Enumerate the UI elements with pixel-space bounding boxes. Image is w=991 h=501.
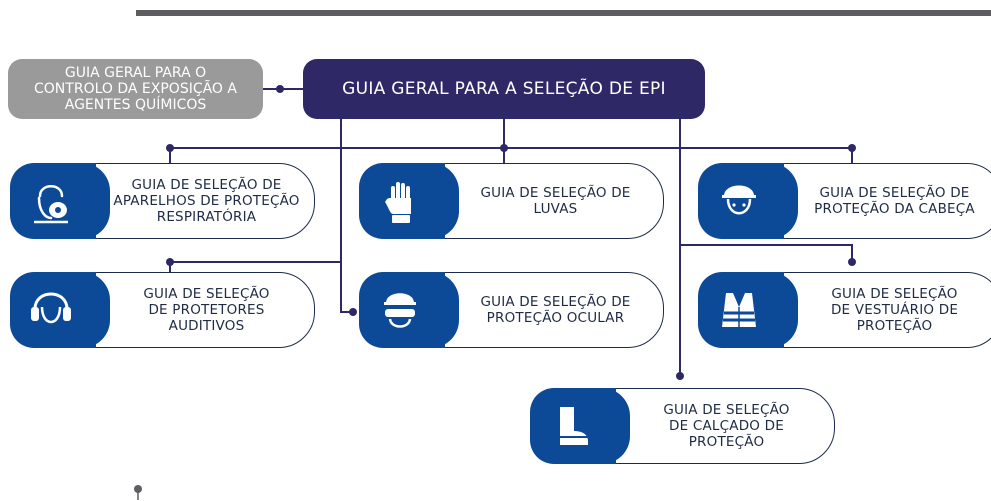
node-dot — [676, 372, 684, 380]
card-label: GUIA DE SELEÇÃO DE PROTETORES AUDITIVOS — [143, 286, 270, 334]
card-label: GUIA DE SELEÇÃO DE CALÇADO DE PROTEÇÃO — [663, 402, 790, 450]
card-eye[interactable]: GUIA DE SELEÇÃO DE PROTEÇÃO OCULAR — [359, 272, 664, 348]
card-respiratory[interactable]: GUIA DE SELEÇÃO DE APARELHOS DE PROTEÇÃO… — [10, 163, 315, 239]
node-dot — [166, 144, 174, 152]
respirator-mask-icon — [34, 185, 68, 224]
glove-icon — [385, 182, 411, 223]
safety-boot-icon — [560, 407, 588, 445]
card-label: GUIA DE SELEÇÃO DE LUVAS — [480, 185, 631, 217]
icon-tile — [10, 272, 110, 348]
top-bar — [136, 10, 991, 16]
card-label: GUIA DE SELEÇÃO DE PROTEÇÃO DA CABEÇA — [814, 185, 975, 217]
side-guide-box[interactable]: GUIA GERAL PARA O CONTROLO DA EXPOSIÇÃO … — [8, 59, 263, 119]
hard-hat-icon — [722, 185, 756, 215]
node-dot — [848, 144, 856, 152]
node-dot — [276, 85, 284, 93]
connector-clothing — [680, 244, 853, 262]
node-dot — [848, 258, 856, 266]
card-hearing[interactable]: GUIA DE SELEÇÃO DE PROTETORES AUDITIVOS — [10, 272, 315, 348]
node-dot — [166, 258, 174, 266]
card-clothing[interactable]: GUIA DE SELEÇÃO DE VESTUÁRIO DE PROTEÇÃO — [698, 272, 991, 348]
card-label: GUIA DE SELEÇÃO DE APARELHOS DE PROTEÇÃO… — [113, 177, 300, 225]
node-dot — [349, 308, 357, 316]
card-label: GUIA DE SELEÇÃO DE VESTUÁRIO DE PROTEÇÃO — [830, 286, 959, 334]
main-guide-title: GUIA GERAL PARA A SELEÇÃO DE EPI — [342, 79, 666, 99]
card-gloves[interactable]: GUIA DE SELEÇÃO DE LUVAS — [359, 163, 664, 239]
main-guide-box[interactable]: GUIA GERAL PARA A SELEÇÃO DE EPI — [303, 59, 705, 119]
icon-tile — [698, 163, 798, 239]
node-dot — [500, 144, 508, 152]
safety-vest-icon — [722, 293, 756, 327]
location-pin-marker — [134, 485, 142, 500]
side-guide-title: GUIA GERAL PARA O CONTROLO DA EXPOSIÇÃO … — [34, 65, 237, 113]
card-head[interactable]: GUIA DE SELEÇÃO DE PROTEÇÃO DA CABEÇA — [698, 163, 991, 239]
card-footwear[interactable]: GUIA DE SELEÇÃO DE CALÇADO DE PROTEÇÃO — [530, 388, 835, 464]
ear-muffs-icon — [31, 292, 71, 324]
card-label: GUIA DE SELEÇÃO DE PROTEÇÃO OCULAR — [480, 294, 631, 326]
safety-goggles-icon — [384, 293, 416, 328]
icon-tile — [10, 163, 110, 239]
